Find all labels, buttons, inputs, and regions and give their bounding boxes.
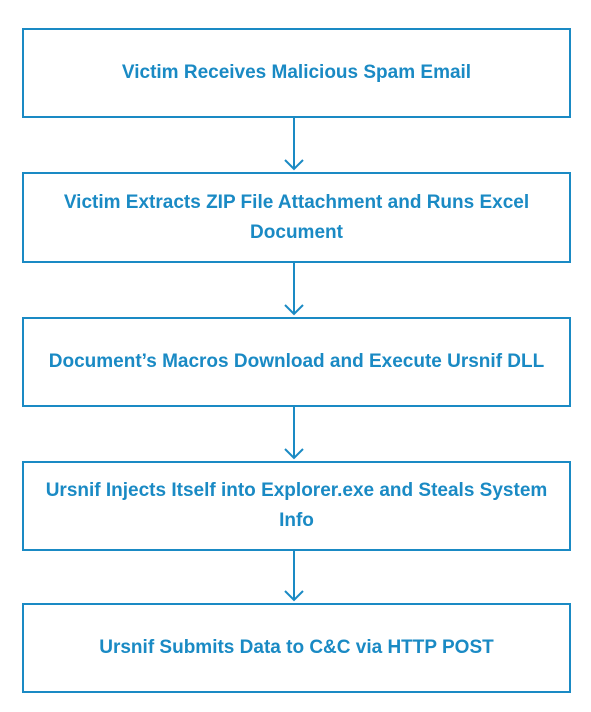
arrow-down-icon bbox=[284, 407, 304, 460]
step-label: Ursnif Injects Itself into Explorer.exe … bbox=[45, 480, 548, 531]
step-box-extract-zip-run-excel: Victim Extracts ZIP File Attachment and … bbox=[22, 172, 571, 263]
step-label: Document’s Macros Download and Execute U… bbox=[48, 351, 545, 372]
step-label: Ursnif Submits Data to C&C via HTTP POST bbox=[99, 637, 494, 658]
arrow-down-icon bbox=[284, 263, 304, 316]
arrow-down-icon bbox=[284, 118, 304, 171]
step-label: Victim Extracts ZIP File Attachment and … bbox=[63, 191, 530, 243]
arrow-down-icon bbox=[284, 551, 304, 602]
step-box-macros-download-dll: Document’s Macros Download and Execute U… bbox=[22, 317, 571, 407]
step-box-receive-spam-email: Victim Receives Malicious Spam Email bbox=[22, 28, 571, 118]
step-box-submit-data-c2: Ursnif Submits Data to C&C via HTTP POST bbox=[22, 603, 571, 693]
step-label: Victim Receives Malicious Spam Email bbox=[121, 62, 472, 83]
step-box-inject-explorer-steal-info: Ursnif Injects Itself into Explorer.exe … bbox=[22, 461, 571, 551]
